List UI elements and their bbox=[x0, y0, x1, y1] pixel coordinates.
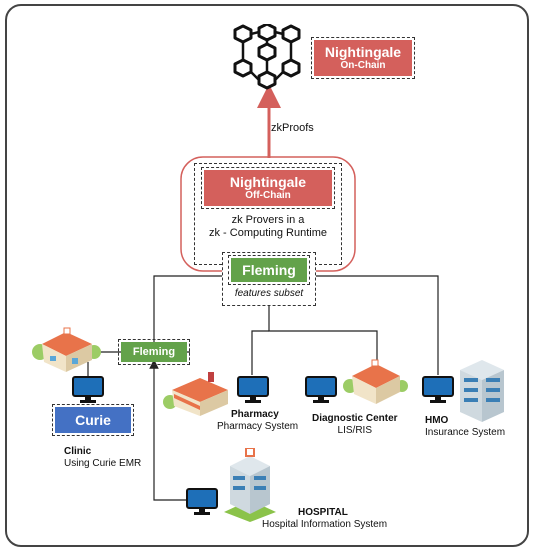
hospital-system: Hospital Information System bbox=[262, 519, 388, 530]
wire-to-hmo bbox=[312, 275, 439, 375]
diagnostic-building-icon bbox=[343, 359, 408, 404]
hospital-building-icon bbox=[224, 448, 276, 522]
fleming-clinic-title: Fleming bbox=[132, 346, 176, 358]
hmo-label: HMO Insurance System bbox=[425, 415, 505, 439]
onchain-title: Nightingale bbox=[324, 44, 402, 60]
offchain-subtitle: Off-Chain bbox=[245, 190, 291, 201]
hospital-label: HOSPITAL Hospital Information System bbox=[262, 507, 387, 531]
wire-hospital bbox=[149, 359, 186, 501]
pharmacy-label: Pharmacy Pharmacy System bbox=[217, 409, 298, 433]
nightingale-offchain-box: Nightingale Off-Chain bbox=[201, 167, 335, 209]
computer-monitor-icon bbox=[305, 376, 337, 403]
clinic-system: Using Curie EMR bbox=[64, 458, 142, 469]
zkproofs-label: zkProofs bbox=[271, 122, 314, 134]
diagnostic-system: LIS/RIS bbox=[337, 425, 373, 436]
offchain-desc-line1: zk Provers in a bbox=[231, 214, 305, 226]
hmo-name: HMO bbox=[425, 415, 449, 426]
diagnostic-name: Diagnostic Center bbox=[312, 413, 398, 424]
pharmacy-building-icon bbox=[163, 372, 228, 416]
computer-monitor-icon bbox=[186, 488, 218, 515]
offchain-title: Nightingale bbox=[229, 174, 307, 190]
blockchain-icon bbox=[233, 24, 301, 90]
curie-title: Curie bbox=[75, 412, 111, 428]
diagnostic-label: Diagnostic Center LIS/RIS bbox=[312, 413, 398, 437]
curie-box: Curie bbox=[52, 404, 134, 436]
clinic-label: Clinic Using Curie EMR bbox=[64, 446, 141, 470]
fleming-main-title: Fleming bbox=[242, 262, 296, 278]
wire-to-clinic-fleming bbox=[153, 275, 228, 353]
diagram-frame bbox=[5, 4, 529, 547]
offchain-desc-line2: zk - Computing Runtime bbox=[209, 227, 327, 239]
fleming-clinic-box: Fleming bbox=[118, 339, 190, 365]
fleming-main-box: Fleming bbox=[228, 255, 310, 285]
computer-monitor-icon bbox=[422, 376, 454, 403]
fleming-main-caption: features subset bbox=[234, 288, 304, 299]
clinic-building-icon bbox=[32, 327, 101, 372]
pharmacy-name: Pharmacy bbox=[231, 409, 279, 420]
computer-monitor-icon bbox=[72, 376, 104, 403]
hospital-name: HOSPITAL bbox=[298, 507, 348, 518]
hmo-building-icon bbox=[460, 360, 504, 422]
wire-to-diagnostic bbox=[268, 306, 378, 363]
computer-monitor-icon bbox=[237, 376, 269, 403]
nightingale-onchain-box: Nightingale On-Chain bbox=[311, 37, 415, 79]
hmo-system: Insurance System bbox=[425, 427, 506, 438]
pharmacy-system: Pharmacy System bbox=[217, 421, 299, 432]
clinic-name: Clinic bbox=[64, 446, 92, 457]
wire-to-pharmacy bbox=[251, 330, 269, 375]
offchain-description: zk Provers in a zk - Computing Runtime bbox=[194, 214, 342, 240]
onchain-subtitle: On-Chain bbox=[340, 60, 386, 71]
